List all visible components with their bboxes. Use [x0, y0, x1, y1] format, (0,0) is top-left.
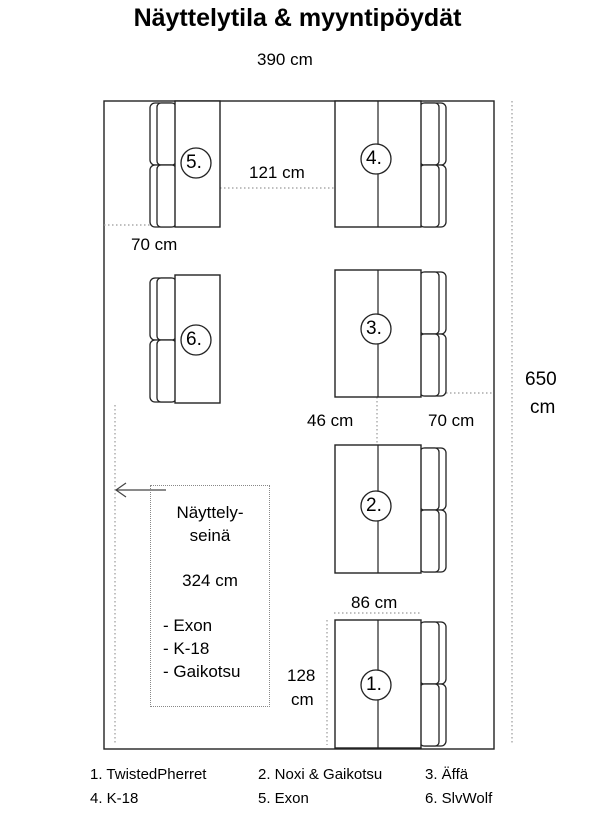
- chair: [149, 164, 177, 228]
- wall-item: - Exon: [163, 616, 213, 635]
- wall-length: 324 cm: [182, 571, 238, 590]
- gap-left-label: 70 cm: [131, 235, 178, 254]
- table-number-circle: [360, 669, 392, 701]
- legend-item: 5. Exon: [258, 790, 309, 807]
- chair: [419, 447, 447, 511]
- chair: [419, 621, 447, 685]
- chair: [419, 509, 447, 573]
- room-height-value: 650: [525, 369, 557, 390]
- table-number-circle: [360, 313, 392, 345]
- table-number-circle: [360, 143, 392, 175]
- table-number-circle: [180, 324, 212, 356]
- wall-title-line2: seinä: [189, 526, 231, 545]
- table-length-unit: cm: [291, 690, 314, 709]
- legend-item: 1. TwistedPherret: [90, 766, 207, 783]
- table-number: 2.: [366, 495, 382, 516]
- chair: [419, 271, 447, 335]
- chair: [419, 333, 447, 397]
- chairs: [149, 102, 447, 747]
- room-outline: [103, 100, 495, 750]
- wall-item: - Gaikotsu: [163, 662, 241, 681]
- wall-arrow: [114, 482, 166, 498]
- chair: [419, 102, 447, 166]
- table-number: 4.: [366, 148, 382, 169]
- chair: [149, 277, 177, 341]
- room-height-unit: cm: [530, 397, 556, 418]
- table-number: 5.: [186, 152, 202, 173]
- chair: [419, 164, 447, 228]
- legend-item: 2. Noxi & Gaikotsu: [258, 766, 383, 783]
- table-number: 3.: [366, 318, 382, 339]
- chair: [149, 339, 177, 403]
- table-number-circle: [180, 147, 212, 179]
- table-length-value: 128: [287, 666, 316, 685]
- number-circles: [180, 143, 392, 701]
- exhibition-wall-box: Näyttely- seinä 324 cm - Exon - K-18 - G…: [150, 485, 270, 707]
- gap-mid-label: 46 cm: [307, 411, 354, 430]
- gap-top-label: 121 cm: [249, 163, 305, 182]
- room-width-label: 390 cm: [257, 50, 313, 69]
- legend-item: 3. Äffä: [425, 766, 469, 783]
- table-number: 1.: [366, 674, 382, 695]
- wall-item: - K-18: [163, 639, 210, 658]
- table-width-label: 86 cm: [351, 593, 398, 612]
- gap-right-label: 70 cm: [428, 411, 475, 430]
- page-title: Näyttelytila & myyntipöydät: [133, 4, 462, 32]
- chair: [419, 683, 447, 747]
- chair: [149, 102, 177, 166]
- legend-item: 4. K-18: [90, 790, 139, 807]
- table-number-circle: [360, 490, 392, 522]
- table-number: 6.: [186, 329, 202, 350]
- wall-title-line1: Näyttely-: [176, 503, 244, 522]
- legend-item: 6. SlvWolf: [425, 790, 493, 807]
